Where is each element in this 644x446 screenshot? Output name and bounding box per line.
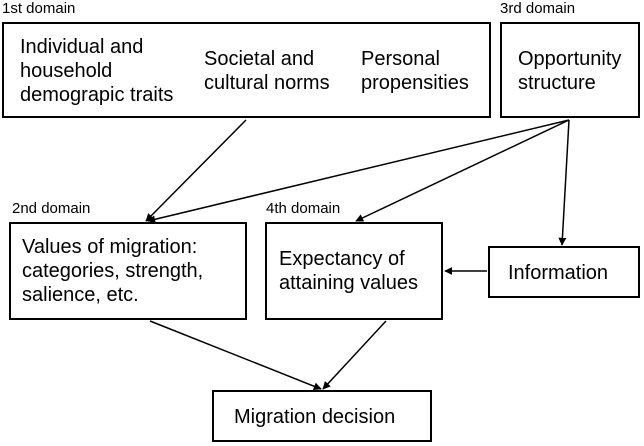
values-of-migration-line-2: categories, strength, (22, 260, 204, 282)
domain-label-3rd: 3rd domain (500, 0, 576, 17)
arrow-opportunity-to-expectancy (355, 119, 570, 222)
arrow-first-to-values (145, 119, 247, 222)
expectancy-text: Expectancy of attaining values (279, 247, 418, 295)
societal-norms-text: Societal and cultural norms (204, 47, 330, 95)
information-box: Information (488, 246, 640, 298)
first-domain-box: Individual and household demograpic trai… (2, 22, 491, 118)
values-of-migration-text: Values of migration: categories, strengt… (22, 235, 203, 307)
opportunity-structure-box: Opportunity structure (500, 22, 640, 118)
societal-norms-line-1: Societal and (204, 48, 315, 70)
migration-decision-box: Migration decision (212, 390, 432, 442)
societal-norms-line-2: cultural norms (204, 72, 330, 94)
expectancy-box: Expectancy of attaining values (265, 222, 443, 320)
values-of-migration-box: Values of migration: categories, strengt… (9, 222, 247, 320)
individual-traits-line-3: demograpic traits (20, 84, 174, 106)
personal-propensities-line-1: Personal (361, 48, 440, 70)
individual-traits-text: Individual and household demograpic trai… (20, 35, 173, 107)
individual-traits-line-2: household (20, 60, 113, 82)
opportunity-structure-line-2: structure (518, 72, 596, 94)
expectancy-line-1: Expectancy of (279, 248, 405, 270)
domain-label-2nd: 2nd domain (12, 200, 91, 217)
information-text: Information (508, 261, 608, 285)
domain-label-4th: 4th domain (266, 200, 341, 217)
personal-propensities-line-2: propensities (361, 72, 469, 94)
opportunity-structure-text: Opportunity structure (518, 47, 621, 95)
domain-label-1st: 1st domain (2, 0, 76, 17)
migration-decision-line-1: Migration decision (234, 406, 396, 428)
arrow-opportunity-to-information (558, 119, 570, 246)
values-of-migration-line-3: salience, etc. (22, 284, 139, 306)
arrow-opportunity-to-values (147, 119, 570, 224)
personal-propensities-text: Personal propensities (361, 47, 469, 95)
individual-traits-line-1: Individual and (20, 36, 144, 58)
arrow-values-to-decision (149, 320, 322, 391)
migration-decision-text: Migration decision (234, 405, 395, 429)
expectancy-line-2: attaining values (279, 272, 418, 294)
information-line-1: Information (508, 262, 609, 284)
arrow-expectancy-to-decision (322, 320, 387, 390)
values-of-migration-line-1: Values of migration: (22, 236, 198, 258)
opportunity-structure-line-1: Opportunity (518, 48, 622, 70)
